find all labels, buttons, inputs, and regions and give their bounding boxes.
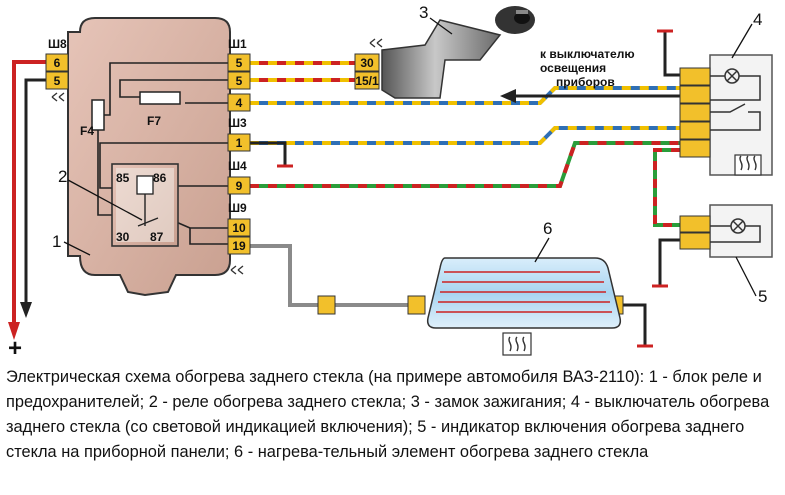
fuse-f4-label: F4 xyxy=(80,124,94,138)
socket-sh1-label: Ш1 xyxy=(228,37,247,51)
pin-5-left: 5 xyxy=(54,74,61,88)
number-6: 6 xyxy=(543,219,552,238)
wiring-diagram: F4 F7 85 86 30 87 Ш1 Ш3 Ш4 Ш8 Ш9 5 5 4 1… xyxy=(8,3,773,362)
number-5: 5 xyxy=(758,287,767,306)
note-line-2: освещения xyxy=(540,61,606,75)
wire-pin1-ground xyxy=(250,141,287,165)
pin-5: 5 xyxy=(236,56,243,70)
note-line-3: приборов xyxy=(556,75,615,89)
fuse-f7-label: F7 xyxy=(147,114,161,128)
ignition-pin-15-1: 15/1 xyxy=(355,74,379,88)
rear-window-heater xyxy=(317,257,624,356)
relay-pin-86: 86 xyxy=(153,171,167,185)
wires xyxy=(12,32,680,345)
pin-4: 4 xyxy=(236,96,243,110)
switch-connector xyxy=(679,67,711,158)
pin-6: 6 xyxy=(54,56,61,70)
relay-fuse-block: F4 F7 85 86 30 87 xyxy=(67,17,231,297)
fuse-f4 xyxy=(91,99,105,131)
wire-battery-plus xyxy=(12,60,48,330)
ignition-pin-30: 30 xyxy=(360,56,374,70)
number-4: 4 xyxy=(753,10,762,29)
wire-pin19-heater xyxy=(250,244,318,307)
plus-sign: + xyxy=(8,335,22,362)
socket-sh4-label: Ш4 xyxy=(228,159,247,173)
block-right-pins: 5 5 4 1 9 10 19 xyxy=(227,53,251,255)
heater-switch xyxy=(679,54,773,176)
ground-symbols xyxy=(277,29,673,348)
wire-heater-ground xyxy=(622,303,647,345)
figure-caption: Электрическая схема обогрева заднего сте… xyxy=(6,368,770,461)
component-numbers: 1 2 3 4 5 6 xyxy=(52,3,767,306)
ignition-lock: 30 15/1 xyxy=(354,6,535,99)
socket-labels: Ш1 Ш3 Ш4 Ш8 Ш9 xyxy=(48,37,247,215)
pin-10: 10 xyxy=(232,221,246,235)
number-3: 3 xyxy=(419,3,428,22)
wire-pin9-switch xyxy=(250,141,680,188)
fuse-f7 xyxy=(139,91,181,105)
pin-5b: 5 xyxy=(236,74,243,88)
note-line-1: к выключателю xyxy=(540,47,635,61)
socket-sh3-label: Ш3 xyxy=(228,116,247,130)
wire-pin1-switch xyxy=(250,126,680,145)
socket-sh8-label: Ш8 xyxy=(48,37,67,51)
socket-sh9-label: Ш9 xyxy=(228,201,247,215)
pin-9: 9 xyxy=(236,179,243,193)
number-2: 2 xyxy=(58,167,67,186)
block-left-pins: 6 5 xyxy=(45,53,69,90)
number-1: 1 xyxy=(52,232,61,251)
relay-pin-30: 30 xyxy=(116,230,130,244)
ignition-lock-icon xyxy=(381,19,502,99)
lighting-note: к выключателю освещения приборов xyxy=(540,47,635,89)
relay-pin-87: 87 xyxy=(150,230,164,244)
connector-marks xyxy=(51,38,383,275)
pin-1: 1 xyxy=(236,136,243,150)
indicator-lamp xyxy=(679,204,773,258)
relay-pin-85: 85 xyxy=(116,171,130,185)
wire-switch-indicator xyxy=(653,148,680,227)
pin-19: 19 xyxy=(232,239,246,253)
